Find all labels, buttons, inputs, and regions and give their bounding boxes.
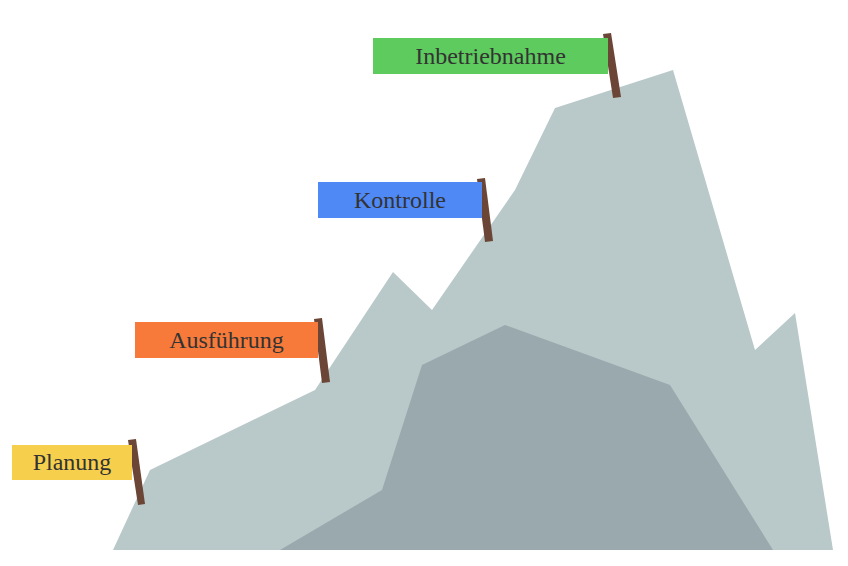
milestone-label: Inbetriebnahme: [415, 43, 566, 70]
milestone-flag: Planung: [12, 445, 132, 480]
milestone-label: Planung: [33, 449, 112, 476]
mountain: [113, 70, 833, 550]
milestone-flag: Ausführung: [135, 322, 318, 358]
milestone-label: Ausführung: [169, 327, 284, 354]
milestone-flag: Inbetriebnahme: [373, 38, 608, 74]
milestone-label: Kontrolle: [354, 187, 446, 214]
mountain-shadow: [280, 325, 773, 550]
milestone-flag: Kontrolle: [318, 182, 482, 218]
